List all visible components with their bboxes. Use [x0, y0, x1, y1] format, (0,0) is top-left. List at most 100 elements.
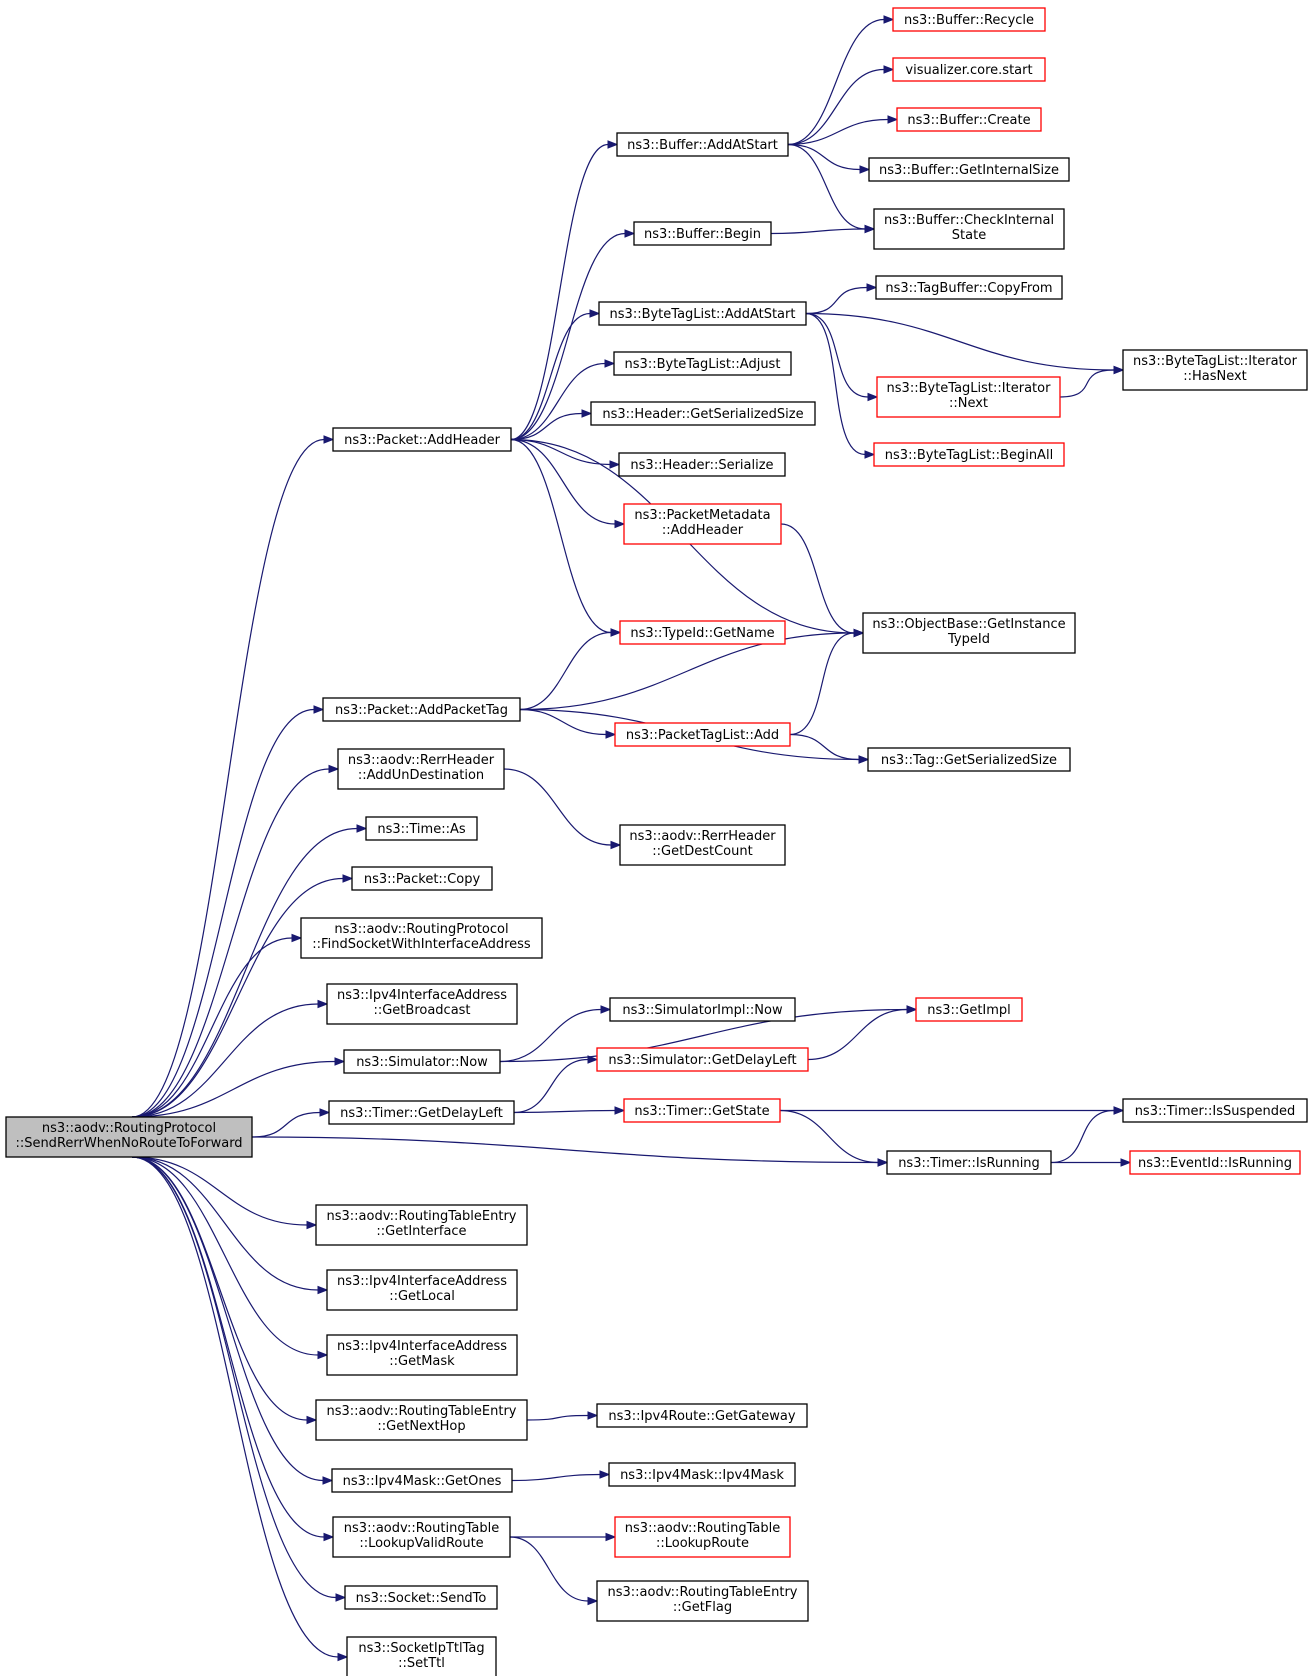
node-label: ns3::ByteTagList::Iterator — [1133, 354, 1298, 369]
node-box — [609, 997, 796, 1022]
node-box — [616, 132, 789, 157]
node-box — [343, 1049, 501, 1074]
node-label: ns3::PacketMetadata — [634, 508, 770, 523]
arrowhead-buf_create — [887, 115, 899, 124]
node-box — [633, 221, 772, 246]
node-rt-lookuproute[interactable]: ns3::aodv::RoutingTable::LookupRoute — [614, 1516, 791, 1558]
node-label: ns3::aodv::RerrHeader — [629, 829, 776, 844]
arrowhead-buf_checkinternal — [864, 224, 876, 234]
node-rp-findsocket[interactable]: ns3::aodv::RoutingProtocol::FindSocketWi… — [300, 917, 543, 959]
node-root[interactable]: ns3::aodv::RoutingProtocol::SendRerrWhen… — [5, 1116, 253, 1158]
node-ipv4route-gateway[interactable]: ns3::Ipv4Route::GetGateway — [596, 1403, 808, 1428]
node-ipv4mask-ones[interactable]: ns3::Ipv4Mask::GetOnes — [331, 1468, 513, 1493]
arrowhead-tag_getsersize — [858, 755, 870, 764]
node-label: ns3::Header::Serialize — [630, 458, 773, 473]
node-label: ::GetLocal — [389, 1289, 455, 1304]
node-ipv4ia-broadcast[interactable]: ns3::Ipv4InterfaceAddress::GetBroadcast — [326, 983, 518, 1025]
node-btl-addatstart[interactable]: ns3::ByteTagList::AddAtStart — [598, 301, 807, 326]
node-timer-issuspended[interactable]: ns3::Timer::IsSuspended — [1122, 1098, 1308, 1123]
node-label: visualizer.core.start — [905, 63, 1032, 78]
arrowhead-sim_getdelayleft — [587, 1055, 599, 1064]
arrowhead-rt_lookuproute — [605, 1532, 617, 1542]
node-time-as[interactable]: ns3::Time::As — [365, 816, 478, 841]
node-socketipttl-setttl[interactable]: ns3::SocketIpTtlTag::SetTtl — [346, 1636, 497, 1676]
arrowhead-simimpl_now — [600, 1005, 612, 1014]
node-tag-getsersize[interactable]: ns3::Tag::GetSerializedSize — [867, 747, 1071, 772]
node-typeid-getname[interactable]: ns3::TypeId::GetName — [619, 620, 786, 645]
node-ipv4mask-ctor[interactable]: ns3::Ipv4Mask::Ipv4Mask — [608, 1462, 796, 1487]
node-timer-getstate[interactable]: ns3::Timer::GetState — [623, 1098, 781, 1123]
arrowhead-packet_addpackettag — [313, 705, 325, 714]
node-hdr-getsersize[interactable]: ns3::Header::GetSerializedSize — [590, 401, 816, 426]
node-btl-iter-hasnext[interactable]: ns3::ByteTagList::Iterator::HasNext — [1122, 349, 1308, 391]
node-label: ns3::Ipv4Mask::Ipv4Mask — [620, 1468, 784, 1483]
node-label: State — [952, 228, 986, 243]
arrowhead-timer_getstate — [614, 1106, 626, 1115]
edge-root-to-rte_nexthop — [131, 1156, 308, 1421]
node-label: ns3::Ipv4Route::GetGateway — [608, 1409, 795, 1424]
node-ipv4ia-mask[interactable]: ns3::Ipv4InterfaceAddress::GetMask — [326, 1334, 518, 1376]
node-box — [596, 1403, 808, 1428]
node-eventid-isrunning[interactable]: ns3::EventId::IsRunning — [1129, 1150, 1301, 1175]
node-btl-iter-next[interactable]: ns3::ByteTagList::Iterator::Next — [876, 376, 1061, 418]
node-tagbuf-copyfrom[interactable]: ns3::TagBuffer::CopyFrom — [875, 275, 1063, 300]
node-box — [1122, 349, 1308, 391]
node-label: ns3::Packet::Copy — [364, 872, 481, 887]
node-socket-sendto[interactable]: ns3::Socket::SendTo — [344, 1585, 498, 1610]
node-box — [332, 427, 512, 452]
node-rte-nexthop[interactable]: ns3::aodv::RoutingTableEntry::GetNextHop — [315, 1399, 528, 1441]
edge-root-to-packet_addheader — [131, 438, 325, 1118]
node-label: ns3::aodv::RoutingTableEntry — [326, 1404, 516, 1419]
node-box — [346, 1636, 497, 1676]
node-rerr-addun[interactable]: ns3::aodv::RerrHeader::AddUnDestination — [337, 748, 505, 790]
node-btl-beginall[interactable]: ns3::ByteTagList::BeginAll — [873, 442, 1065, 467]
node-sim-getdelayleft[interactable]: ns3::Simulator::GetDelayLeft — [596, 1047, 809, 1072]
edge-packet_addheader-to-hdr_getsersize — [510, 412, 583, 441]
edge-packet_addheader-to-typeid_getname — [510, 438, 612, 634]
node-btl-adjust[interactable]: ns3::ByteTagList::Adjust — [613, 351, 792, 376]
node-rte-getflag[interactable]: ns3::aodv::RoutingTableEntry::GetFlag — [596, 1580, 809, 1622]
edge-rt_lookupvalid-to-rte_getflag — [509, 1536, 589, 1602]
node-rte-getinterface[interactable]: ns3::aodv::RoutingTableEntry::GetInterfa… — [315, 1204, 528, 1246]
arrowhead-timer_isrunning — [877, 1158, 889, 1167]
node-pm-addheader[interactable]: ns3::PacketMetadata::AddHeader — [623, 503, 782, 545]
arrowhead-sim_now — [334, 1057, 346, 1066]
node-sim-now[interactable]: ns3::Simulator::Now — [343, 1049, 501, 1074]
node-getimpl[interactable]: ns3::GetImpl — [915, 997, 1023, 1022]
edge-root-to-sim_now — [131, 1060, 336, 1118]
edge-pm_addheader-to-objbase_getinst — [780, 523, 855, 634]
node-buf-begin[interactable]: ns3::Buffer::Begin — [633, 221, 772, 246]
node-label: ::AddUnDestination — [358, 768, 484, 783]
node-buf-create[interactable]: ns3::Buffer::Create — [896, 107, 1042, 132]
node-label: ns3::Buffer::Recycle — [904, 13, 1034, 28]
node-timer-delayleft[interactable]: ns3::Timer::GetDelayLeft — [328, 1100, 515, 1125]
node-rerr-getdestcount[interactable]: ns3::aodv::RerrHeader::GetDestCount — [619, 824, 786, 866]
edge-packet_addpackettag-to-typeid_getname — [519, 631, 612, 711]
edge-packet_addheader-to-btl_adjust — [510, 362, 606, 441]
node-buf-internalsize[interactable]: ns3::Buffer::GetInternalSize — [868, 157, 1070, 182]
node-label: ns3::aodv::RoutingTable — [625, 1521, 780, 1536]
node-packet-addpackettag[interactable]: ns3::Packet::AddPacketTag — [322, 697, 521, 722]
arrowhead-ipv4route_gateway — [587, 1411, 599, 1420]
edge-buf_addatstart-to-buf_create — [787, 118, 889, 146]
node-ptl-add[interactable]: ns3::PacketTagList::Add — [614, 722, 791, 747]
node-label: ns3::aodv::RoutingProtocol — [334, 922, 508, 937]
node-timer-isrunning[interactable]: ns3::Timer::IsRunning — [886, 1150, 1052, 1175]
node-box — [5, 1116, 253, 1158]
node-packet-copy[interactable]: ns3::Packet::Copy — [351, 866, 493, 891]
node-box — [608, 1462, 796, 1487]
node-box — [332, 1516, 511, 1558]
node-buf-recycle[interactable]: ns3::Buffer::Recycle — [892, 7, 1046, 32]
node-hdr-serialize[interactable]: ns3::Header::Serialize — [618, 452, 786, 477]
node-ipv4ia-local[interactable]: ns3::Ipv4InterfaceAddress::GetLocal — [326, 1269, 518, 1311]
node-label: ns3::ObjectBase::GetInstance — [872, 617, 1065, 632]
node-buf-addatstart[interactable]: ns3::Buffer::AddAtStart — [616, 132, 789, 157]
node-packet-addheader[interactable]: ns3::Packet::AddHeader — [332, 427, 512, 452]
node-rt-lookupvalid[interactable]: ns3::aodv::RoutingTable::LookupValidRout… — [332, 1516, 511, 1558]
node-simimpl-now[interactable]: ns3::SimulatorImpl::Now — [609, 997, 796, 1022]
arrowhead-timer_delayleft — [319, 1108, 331, 1117]
node-vis-start[interactable]: visualizer.core.start — [892, 57, 1046, 82]
